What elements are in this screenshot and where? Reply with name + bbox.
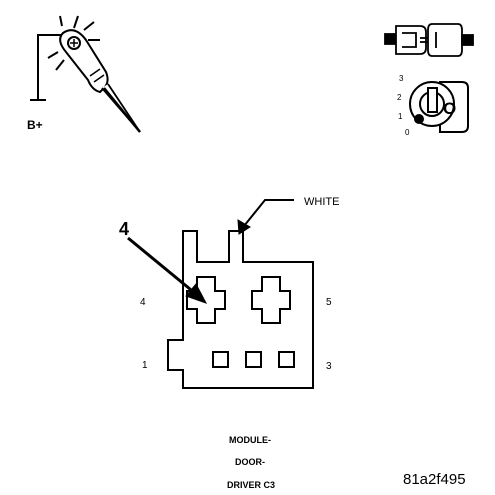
ignition-position-2: 2: [397, 93, 402, 102]
pin-label-1: 1: [142, 360, 148, 371]
probe-b-plus-label: B+: [27, 118, 43, 132]
connector-face: [167, 230, 314, 389]
figure-id: 81a2f495: [403, 471, 466, 488]
wire-color-label: WHITE: [304, 196, 339, 208]
caption-line-3: DRIVER C3: [227, 480, 275, 490]
caption-line-2: DOOR-: [235, 457, 265, 467]
ignition-switch-icon: [409, 81, 469, 133]
caption-line-1: MODULE-: [229, 435, 271, 445]
wire-leader-white: [237, 199, 294, 235]
callout-number: 4: [119, 219, 129, 239]
connector-disconnect-icon: [384, 23, 474, 57]
connector-cavity-4: [186, 276, 226, 324]
pin-label-3: 3: [326, 361, 332, 372]
ignition-position-0: 0: [405, 128, 410, 137]
ignition-position-3: 3: [399, 74, 404, 83]
ignition-position-1: 1: [398, 112, 403, 121]
test-light-probe-icon: [30, 15, 141, 133]
ignition-key-letter: O: [443, 99, 456, 118]
connector-small-cavities: [212, 351, 295, 368]
callout-arrow-4: [127, 236, 208, 304]
connector-cavity-5: [251, 276, 291, 324]
pin-label-4: 4: [140, 297, 146, 308]
pin-label-5: 5: [326, 297, 332, 308]
